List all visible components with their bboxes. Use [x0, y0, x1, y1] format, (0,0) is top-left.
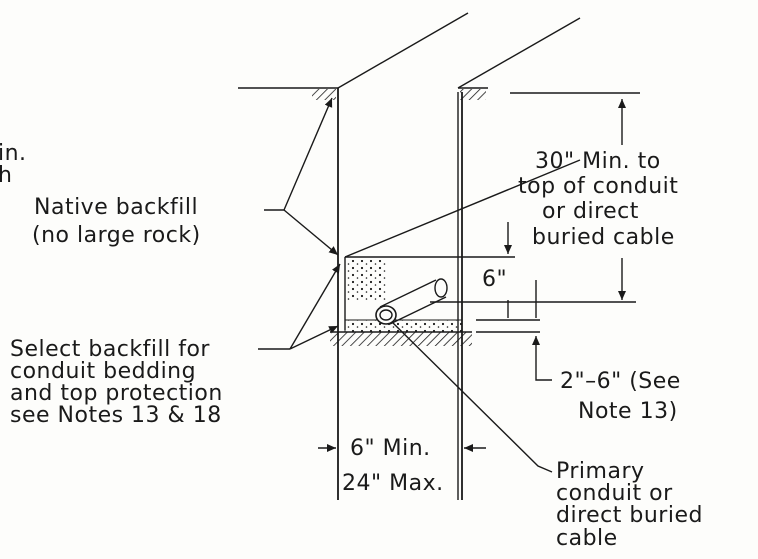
- depth-label-1: 30" Min. to: [535, 149, 661, 174]
- native-leader-top: [283, 97, 333, 211]
- width-max-label: 24" Max.: [342, 471, 444, 496]
- select-leader-top: [289, 263, 341, 350]
- select-backfill-label-1: Select backfill for: [10, 337, 210, 362]
- bedding-depth-label: 6": [482, 267, 507, 292]
- select-backfill-label-2: conduit bedding: [10, 359, 196, 384]
- ground-hatch-right: [460, 89, 486, 100]
- primary-conduit-label-3: direct buried: [556, 503, 703, 528]
- select-backfill-fill: [346, 260, 386, 300]
- conduit-near-end: [375, 305, 397, 325]
- width-min-label: 6" Min.: [350, 436, 431, 461]
- native-leader-bottom: [283, 209, 339, 256]
- ground-hatch-left: [312, 89, 336, 100]
- fragment-text-2: h: [0, 163, 12, 188]
- dim-bedding-leader: [535, 358, 552, 381]
- conduit-near-end-inner: [379, 309, 393, 321]
- depth-label-4: buried cable: [532, 225, 675, 250]
- bedding-range-label-2: Note 13): [578, 399, 678, 424]
- conduit-top-edge: [379, 279, 437, 308]
- fragment-text-1: in.: [0, 141, 27, 166]
- primary-conduit-label-4: cable: [556, 526, 618, 551]
- conduit-far-end: [434, 278, 448, 298]
- trench-bottom-hatch: [330, 332, 472, 346]
- primary-leader: [391, 321, 553, 473]
- bedding-layer: [344, 319, 463, 333]
- select-backfill-label-3: and top protection: [10, 381, 223, 406]
- bedding-range-label-1: 2"–6" (See: [560, 369, 681, 394]
- select-backfill-label-4: see Notes 13 & 18: [10, 403, 222, 428]
- perspective-bedding-edge: [344, 159, 581, 258]
- perspective-edge-right: [457, 17, 581, 89]
- native-backfill-label-1: Native backfill: [34, 195, 198, 220]
- primary-conduit-label-2: conduit or: [556, 481, 673, 506]
- native-backfill-label-2: (no large rock): [32, 223, 201, 248]
- primary-conduit-label-1: Primary: [556, 459, 645, 484]
- depth-label-3: or direct: [542, 199, 639, 224]
- select-leader-bottom: [289, 325, 339, 350]
- depth-label-2: top of conduit: [518, 174, 678, 199]
- perspective-edge-left: [337, 12, 469, 89]
